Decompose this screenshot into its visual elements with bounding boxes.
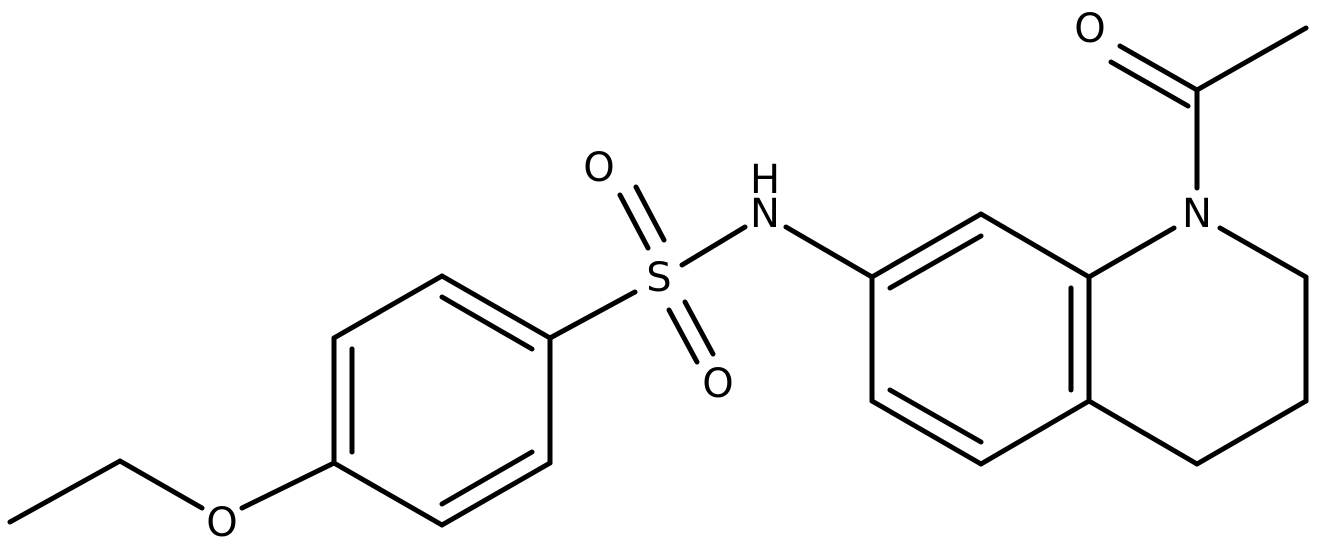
atom-ether-oxygen-label: O [206,500,237,546]
bond-sat-c4-c4a [1086,398,1200,467]
bond-ether-o-ring [239,460,337,511]
bond-carbonyl-methyl [1194,25,1309,93]
atom-amine-n-label: N [750,191,780,237]
atom-carbonyl-oxygen-label: O [1074,6,1105,52]
bond-sat-c3-c4 [1194,398,1309,467]
atom-sulfonyl-oxygen-bottom-label: O [702,361,733,407]
bond-quin-ar-1-inner [887,233,984,291]
atom-sulfonyl-oxygen-top-label: O [583,145,614,191]
bond-quin-ar-5-inner [887,387,984,445]
bond-benzene-5-inner [439,449,535,507]
bond-s-o-bottom-a [666,307,700,365]
bond-quin-ar-1 [869,211,984,280]
bond-s-n [679,224,748,268]
bond-ethyl-ch3-ch2 [7,458,123,525]
atom-ring-nitrogen-label: N [1182,191,1212,237]
bond-benzene-5 [439,460,553,528]
bond-n-ring [783,224,875,280]
atom-label-group: S O O H N N O O [206,6,1212,546]
bond-ethyl-ch2-o [117,458,205,511]
bond-quin-ar-2 [978,211,1092,280]
bond-ring-s [547,289,638,341]
bond-benzene-2 [331,273,445,341]
bond-s-o-top-a [617,192,651,251]
bond-group [7,25,1309,528]
bond-quin-ar-5 [869,398,984,467]
atom-sulfur-label: S [646,255,671,301]
bond-carbonyl-o-a [1117,43,1200,93]
bond-sat-c8a-n [1086,225,1177,280]
bond-benzene-3-inner [439,294,535,352]
atom-amine-h-label: H [750,157,780,203]
bond-benzene-3 [439,273,553,341]
bond-s-o-bottom-b [682,299,716,357]
bond-quin-ar-4 [978,398,1092,467]
bond-carbonyl-o-b [1108,59,1191,109]
bond-benzene-6 [331,460,445,528]
bond-sat-n-c2 [1217,225,1309,280]
bond-s-o-top-b [633,184,667,243]
